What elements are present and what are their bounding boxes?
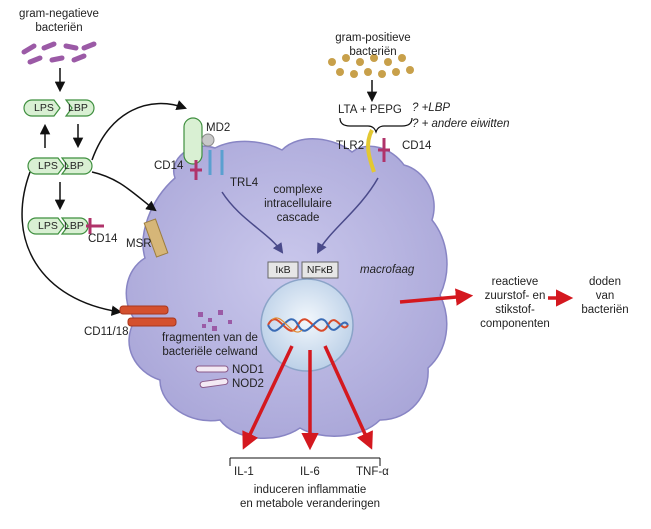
reactive-label-1: reactieve	[491, 276, 539, 288]
nucleus	[260, 278, 354, 372]
nfkb-box	[301, 261, 339, 279]
reactive-label-3: stikstof-	[495, 304, 535, 316]
lbp-question-label: ? +LBP	[412, 102, 451, 114]
gram-negative-label-2: bacteriën	[35, 22, 83, 34]
gram-positive-label-1: gram-positieve	[335, 32, 411, 44]
lps-label-mid: LPS	[38, 160, 58, 172]
cd14-label-mid: CD14	[154, 160, 184, 172]
ikb-box	[267, 261, 299, 279]
lbp-label-mid: LBP	[64, 160, 84, 172]
cascade-label-1: complexe	[273, 184, 323, 196]
lbp-label-top: LBP	[68, 102, 88, 114]
lps-lbp-pill-top	[23, 99, 95, 117]
nod1-label: NOD1	[232, 364, 264, 376]
dna-helix-icon	[267, 317, 349, 333]
tlr2-label: TLR2	[336, 140, 365, 152]
kill-label-2: van	[595, 290, 615, 302]
gram-negative-label-1: gram-negatieve	[19, 8, 99, 20]
inducer-label-2: en metabole veranderingen	[239, 498, 381, 510]
gram-positive-label-2: bacteriën	[349, 46, 397, 58]
nod-icons	[195, 365, 229, 389]
kill-label-3: bacteriën	[581, 304, 629, 316]
tlr4-label: TRL4	[230, 177, 259, 189]
macrofaag-label: macrofaag	[360, 264, 415, 276]
nod2-label: NOD2	[232, 378, 264, 390]
tlr4-receptor-icon	[183, 117, 224, 180]
md2-label: MD2	[206, 122, 231, 134]
other-proteins-label: ? + andere eiwitten	[412, 118, 510, 130]
cd14-label-left: CD14	[88, 233, 118, 245]
kill-label-1: doden	[589, 276, 621, 288]
brace	[339, 117, 413, 134]
cascade-label-2: intracellulaire	[264, 198, 332, 210]
lps-label-bottom: LPS	[38, 220, 58, 232]
gram-negative-bacteria-icon	[21, 41, 97, 65]
msr-label: MSR	[126, 238, 152, 250]
gram-positive-bacteria-icon	[328, 54, 414, 78]
cd11-receptor-icon	[119, 305, 177, 327]
inducer-label-1: induceren inflammatie	[253, 484, 367, 496]
lps-lbp-pill-mid	[27, 157, 93, 175]
reactive-label-2: zuurstof- en	[484, 290, 546, 302]
cd14-left-icon	[86, 218, 104, 234]
nfkb-label: NFκB	[306, 264, 334, 276]
fragments-label-2: bacteriële celwand	[162, 346, 258, 358]
lps-label-top: LPS	[34, 102, 54, 114]
tlr2-receptor-icon	[366, 129, 390, 173]
lbp-label-bottom: LBP	[64, 220, 84, 232]
tnf-label: TNF-α	[356, 466, 389, 478]
msr-receptor-icon	[143, 218, 169, 258]
fragments-label-1: fragmenten van de	[162, 332, 258, 344]
lps-lbp-cd14-pill	[27, 217, 89, 235]
il6-label: IL-6	[300, 466, 320, 478]
il1-label: IL-1	[234, 466, 254, 478]
ikb-label: IκB	[275, 264, 291, 276]
reactive-label-4: componenten	[480, 318, 550, 330]
cell-wall-fragments-icon	[198, 310, 232, 331]
cd11-label: CD11/18	[84, 326, 129, 338]
cd14-label-right: CD14	[402, 140, 432, 152]
lta-pepg-label: LTA + PEPG	[338, 104, 402, 116]
cascade-label-3: cascade	[276, 212, 320, 224]
